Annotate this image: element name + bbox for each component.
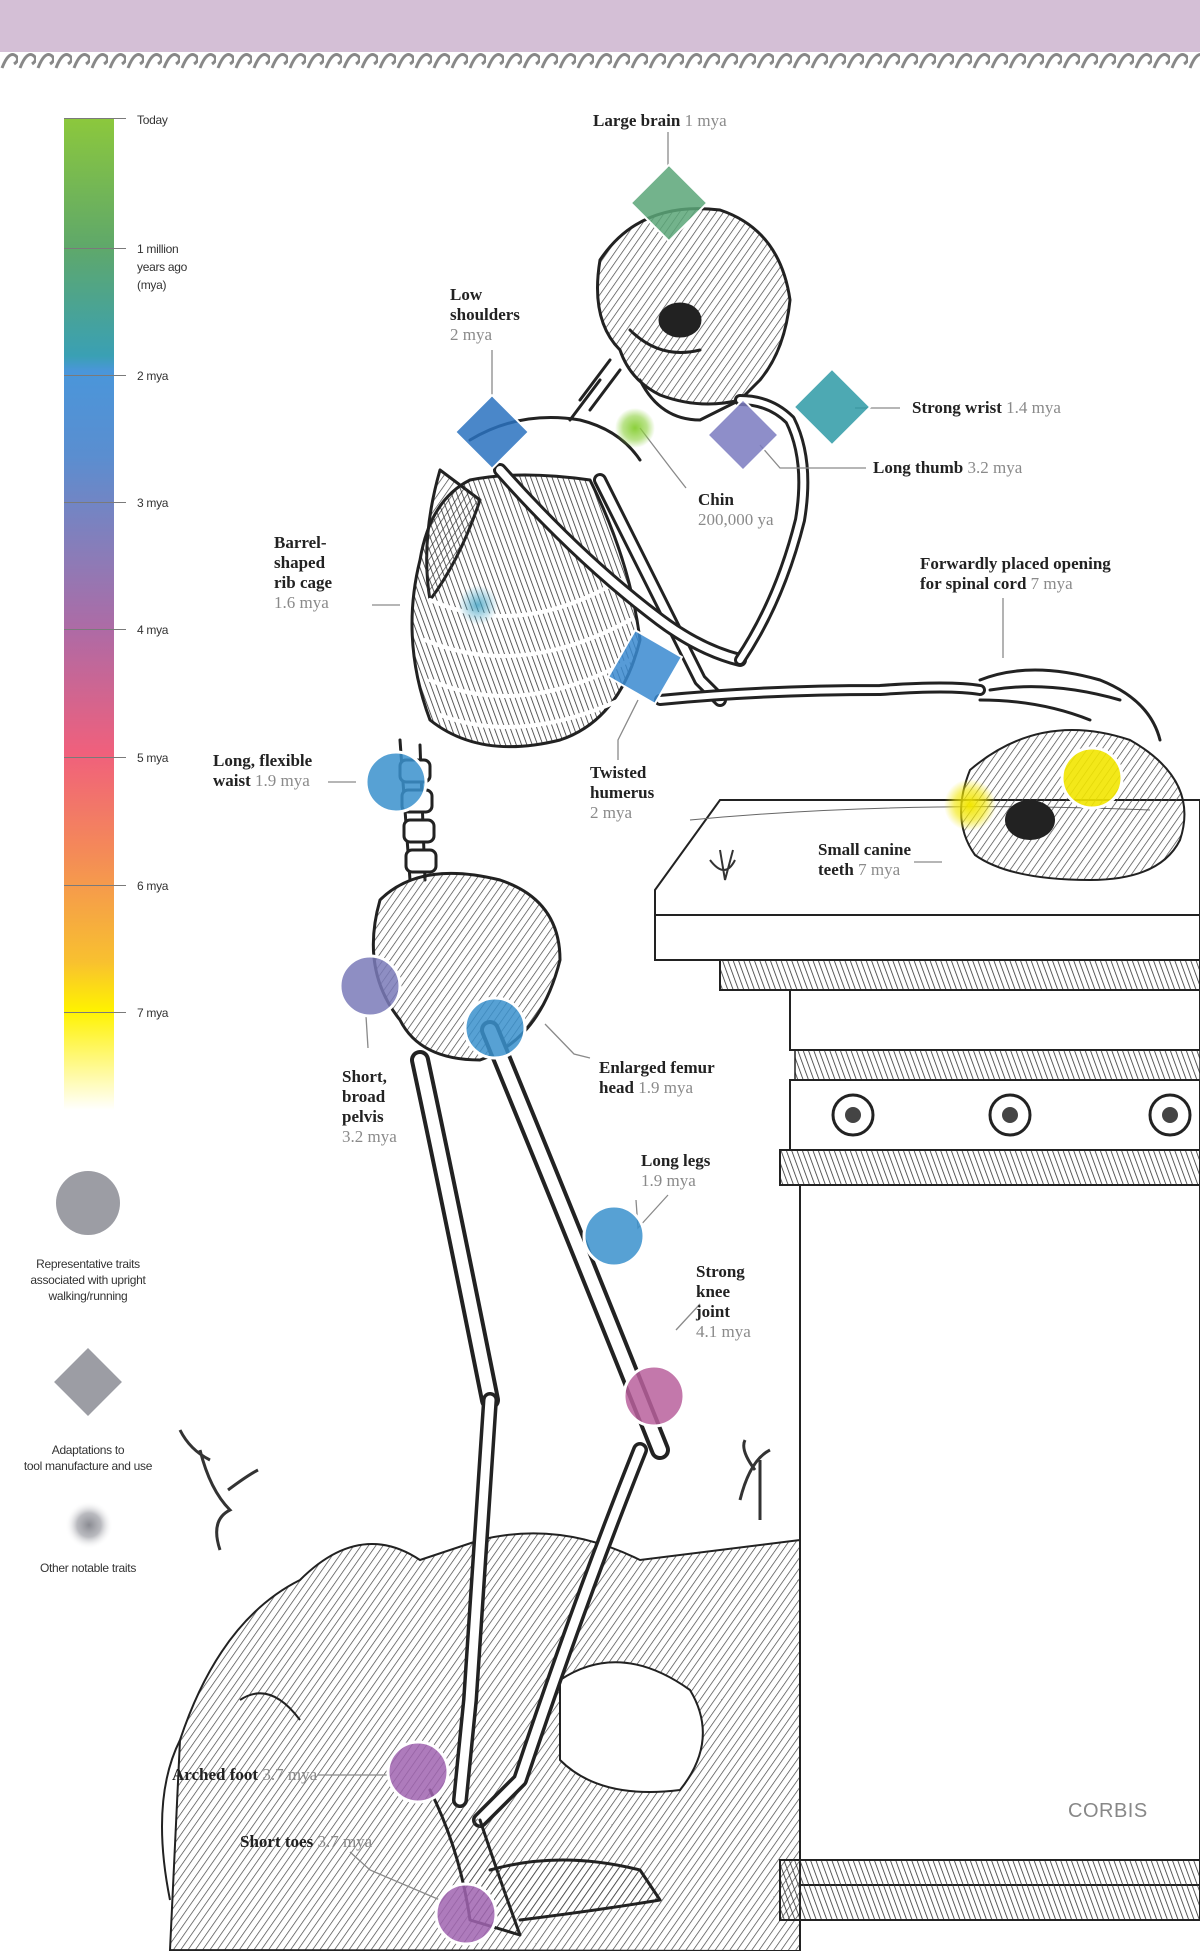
tick-4mya: 4 mya [137, 623, 169, 637]
table-skull [960, 729, 1186, 882]
rope-border [0, 48, 1200, 74]
label-strong-wrist: Strong wrist 1.4 mya [912, 398, 1061, 417]
legend-circle-text: Representative traits associated with up… [30, 1257, 146, 1303]
marker-twisted-humerus [606, 628, 684, 706]
marker-long-legs [582, 1204, 646, 1268]
legend-circle-icon [56, 1171, 120, 1235]
ground-rocks [161, 1429, 801, 1951]
tick-today: Today [137, 113, 168, 127]
label-arched-foot: Arched foot 3.7 mya [172, 1765, 318, 1784]
marker-knee-joint [622, 1364, 686, 1428]
table [654, 799, 1200, 1921]
tick-6mya: 6 mya [137, 879, 169, 893]
marker-canine-teeth [944, 779, 996, 831]
legend-diamond-icon [54, 1348, 122, 1416]
marker-spinal-opening [1060, 746, 1124, 810]
tick-3mya: 3 mya [137, 496, 169, 510]
marker-large-brain [629, 163, 709, 243]
marker-waist [364, 750, 428, 814]
marker-arched-foot [386, 1740, 450, 1804]
tick-7mya: 7 mya [137, 1006, 169, 1020]
marker-rib-cage [458, 585, 498, 625]
marker-chin [615, 408, 655, 448]
photo-credit: CORBIS [1068, 1800, 1148, 1822]
legend-blur-text: Other notable traits [39, 1561, 137, 1575]
trait-markers [338, 163, 1124, 1946]
tick-2mya: 2 mya [137, 369, 169, 383]
tick-1mya: 1 million years ago (mya) [137, 242, 187, 292]
marker-strong-wrist [792, 367, 872, 447]
tick-5mya: 5 mya [137, 751, 169, 765]
marker-short-toes [434, 1882, 498, 1946]
marker-low-shoulders [453, 393, 531, 471]
label-short-toes: Short toes 3.7 mya [240, 1832, 373, 1851]
legend-blur-icon [65, 1501, 113, 1549]
marker-femur-head [463, 996, 527, 1060]
top-band [0, 0, 1200, 52]
label-long-thumb: Long thumb 3.2 mya [873, 458, 1023, 477]
legend-diamond-text: Adaptations to tool manufacture and use [23, 1443, 153, 1473]
marker-long-thumb [706, 398, 780, 472]
leader-lines [318, 132, 1004, 1901]
label-large-brain: Large brain 1 mya [593, 111, 727, 130]
timescale-bar [64, 118, 114, 1110]
marker-pelvis [338, 954, 402, 1018]
